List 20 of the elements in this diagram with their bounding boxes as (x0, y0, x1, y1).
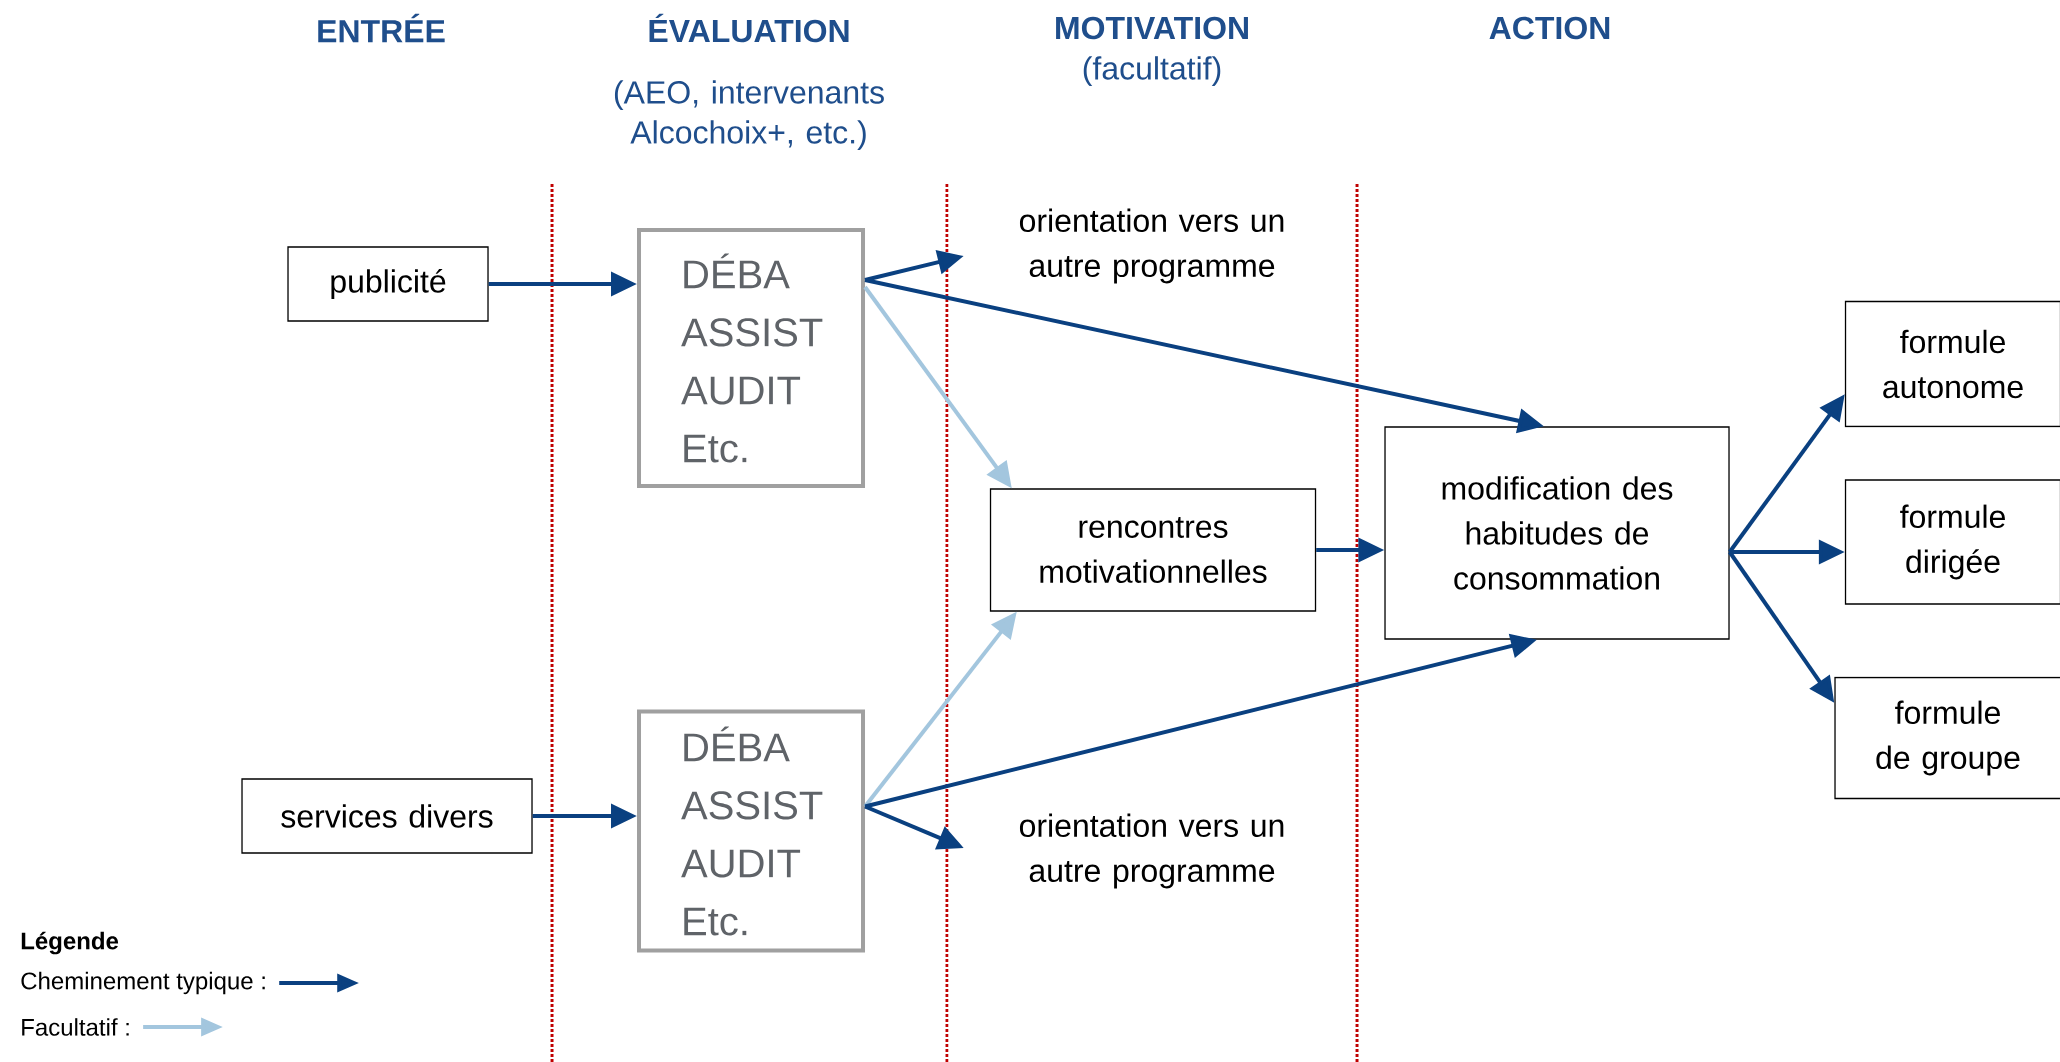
legend-title: Légende (21, 931, 119, 955)
legend-text: Cheminement typique : (21, 971, 265, 995)
process-box: publicité (287, 246, 489, 322)
column-heading: MOTIVATION (1056, 16, 1248, 40)
column-subheading: (AEO, intervenants Alcochoix+, etc.) (614, 80, 884, 150)
legend-text: Facultatif : (22, 1018, 129, 1036)
tool-list-box: DÉBA ASSIST AUDIT Etc. (637, 228, 865, 488)
process-box: formule dirigée (1844, 479, 2060, 605)
outcome-text: orientation vers un autre programme (1019, 208, 1284, 284)
process-box: formule de groupe (1834, 676, 2060, 800)
process-box: formule autonome (1844, 300, 2060, 428)
column-heading: ENTRÉE (318, 13, 445, 43)
outcome-text: orientation vers un autre programme (1019, 813, 1284, 889)
column-subheading: (facultatif) (1083, 56, 1221, 86)
process-box: rencontres motivationnelles (989, 488, 1317, 612)
process-box: modification des habitudes de consommation (1384, 426, 1730, 640)
column-heading: ACTION (1489, 16, 1610, 40)
column-heading: ÉVALUATION (649, 13, 849, 43)
process-box: services divers (241, 778, 533, 854)
tool-list-box: DÉBA ASSIST AUDIT Etc. (637, 709, 865, 953)
